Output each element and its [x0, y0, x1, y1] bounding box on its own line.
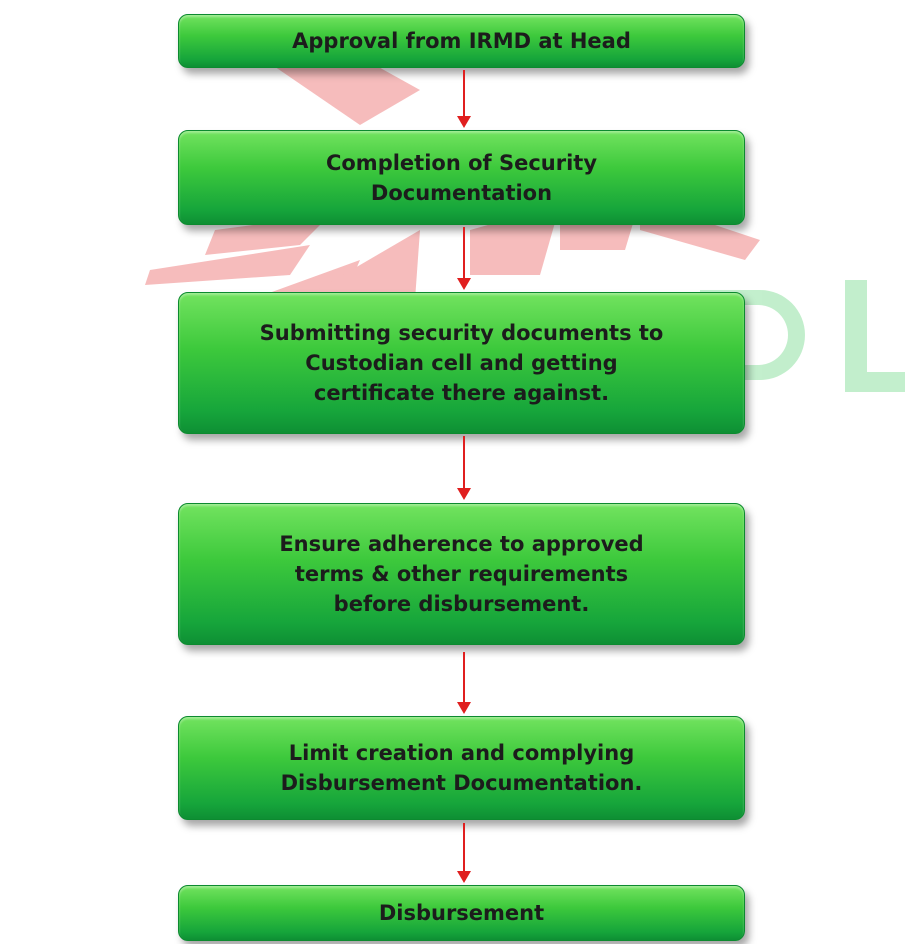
arrow-1-to-2: [457, 70, 471, 128]
step-4-box: Ensure adherence to approved terms & oth…: [178, 503, 745, 645]
arrow-4-to-5: [457, 652, 471, 714]
step-3-box: Submitting security documents to Custodi…: [178, 292, 745, 434]
arrow-shaft: [463, 227, 465, 280]
arrow-shaft: [463, 652, 465, 704]
arrow-head: [457, 488, 471, 500]
arrow-head: [457, 871, 471, 883]
step-2-box: Completion of Security Documentation: [178, 130, 745, 225]
step-5-box: Limit creation and complying Disbursemen…: [178, 716, 745, 820]
arrow-shaft: [463, 823, 465, 873]
arrow-head: [457, 278, 471, 290]
arrow-head: [457, 702, 471, 714]
step-6-box: Disbursement: [178, 885, 745, 941]
arrow-shaft: [463, 70, 465, 118]
arrow-2-to-3: [457, 227, 471, 290]
arrow-head: [457, 116, 471, 128]
arrow-3-to-4: [457, 436, 471, 500]
arrow-shaft: [463, 436, 465, 490]
arrow-5-to-6: [457, 823, 471, 883]
step-1-box: Approval from IRMD at Head: [178, 14, 745, 68]
